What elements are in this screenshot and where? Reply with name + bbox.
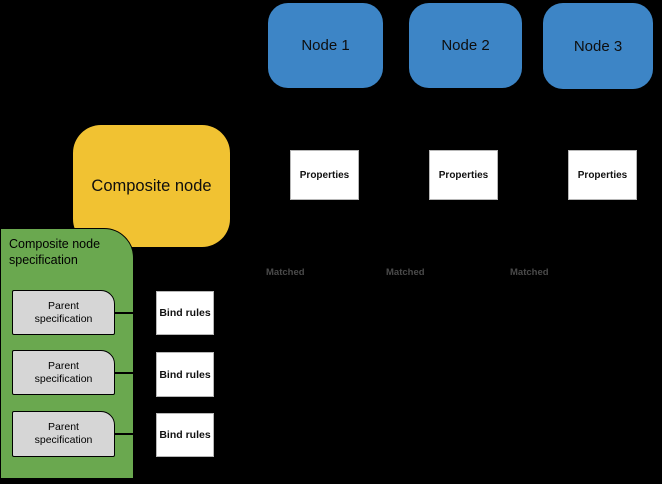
- node-1-box: Node 1: [268, 3, 383, 88]
- parent-specification-label-2: Parent specification: [34, 359, 93, 385]
- specification-title: Composite node specification: [9, 237, 101, 268]
- bind-rules-box-2: Bind rules: [156, 352, 214, 397]
- connector-line-2: [113, 372, 156, 374]
- matched-label-1: Matched: [266, 267, 305, 278]
- matched-label-3: Matched: [510, 267, 549, 278]
- parent-specification-box-2: Parent specification: [12, 350, 115, 395]
- properties-label-2: Properties: [438, 169, 489, 181]
- connector-line-3: [113, 433, 156, 435]
- composite-node-box: Composite node: [73, 125, 230, 247]
- node-2-label: Node 2: [441, 37, 490, 54]
- bind-rules-box-3: Bind rules: [156, 413, 214, 457]
- composite-node-label: Composite node: [91, 176, 212, 195]
- bind-rules-box-1: Bind rules: [156, 291, 214, 335]
- parent-specification-label-1: Parent specification: [34, 299, 93, 325]
- parent-specification-box-1: Parent specification: [12, 290, 115, 335]
- bind-rules-label-1: Bind rules: [159, 307, 211, 319]
- matched-label-2: Matched: [386, 267, 425, 278]
- connector-line-1: [113, 312, 156, 314]
- node-1-label: Node 1: [301, 37, 350, 54]
- properties-box-1: Properties: [290, 150, 359, 200]
- bind-rules-label-2: Bind rules: [159, 368, 211, 381]
- node-3-box: Node 3: [543, 3, 653, 89]
- properties-box-3: Properties: [568, 150, 637, 200]
- bind-rules-label-3: Bind rules: [159, 429, 211, 441]
- properties-label-1: Properties: [299, 169, 350, 181]
- node-2-box: Node 2: [409, 3, 522, 88]
- parent-specification-label-3: Parent specification: [34, 421, 93, 446]
- node-3-label: Node 3: [573, 37, 623, 55]
- properties-label-3: Properties: [577, 169, 628, 181]
- properties-box-2: Properties: [429, 150, 498, 200]
- parent-specification-box-3: Parent specification: [12, 411, 115, 457]
